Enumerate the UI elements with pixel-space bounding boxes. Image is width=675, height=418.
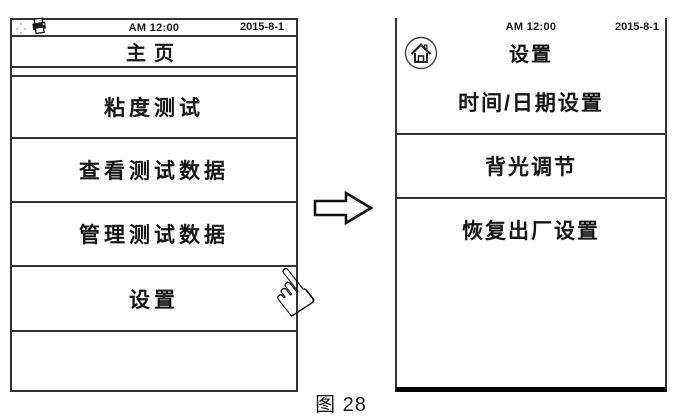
right-page-title: 设置 <box>509 44 553 66</box>
right-status-time: AM 12:00 <box>505 21 557 33</box>
home-icon[interactable] <box>403 35 439 71</box>
menu-item-view-test-data-label: 查看测试数据 <box>79 160 229 183</box>
menu-item-manage-test-data-label: 管理测试数据 <box>79 224 229 247</box>
right-block-arrow-icon <box>313 190 374 226</box>
menu-item-factory-reset[interactable]: 恢复出厂设置 <box>397 199 665 387</box>
menu-item-viscosity-test[interactable]: 粘度测试 <box>12 77 296 139</box>
right-header-section: AM 12:00 2015-8-1 设置 时间/日期设置 <box>397 18 665 135</box>
menu-item-home-label: 主页 <box>126 43 182 65</box>
empty-row <box>12 332 296 390</box>
menu-item-viscosity-test-label: 粘度测试 <box>104 97 204 120</box>
menu-item-factory-reset-label: 恢复出厂设置 <box>462 220 600 243</box>
figure-caption: 图 28 <box>315 394 367 416</box>
menu-item-backlight-adjust[interactable]: 背光调节 <box>397 135 665 199</box>
section-divider-gap <box>12 68 296 77</box>
status-icon-cluster <box>16 16 48 36</box>
menu-item-view-test-data[interactable]: 查看测试数据 <box>12 139 296 203</box>
left-screen: AM 12:00 2015-8-1 主页 粘度测试 查看测试数据 管理测试数据 … <box>10 16 298 392</box>
printer-icon <box>30 16 50 39</box>
right-screen: AM 12:00 2015-8-1 设置 时间/日期设置 背光调节 恢复出厂 <box>395 18 667 392</box>
menu-item-settings-label: 设置 <box>129 288 179 312</box>
right-status-date: 2015-8-1 <box>614 21 659 33</box>
status-dots-icon <box>16 22 27 35</box>
left-status-date: 2015-8-1 <box>239 21 284 33</box>
left-status-time: AM 12:00 <box>128 21 180 34</box>
menu-item-home[interactable]: 主页 <box>12 37 296 68</box>
menu-item-time-date-settings[interactable]: 时间/日期设置 <box>458 92 604 115</box>
left-status-bar: AM 12:00 2015-8-1 <box>12 16 296 37</box>
menu-item-settings[interactable]: 设置 <box>12 267 296 332</box>
menu-item-manage-test-data[interactable]: 管理测试数据 <box>12 203 296 267</box>
right-status-bar: AM 12:00 2015-8-1 <box>397 18 665 36</box>
menu-item-backlight-adjust-label: 背光调节 <box>485 156 577 179</box>
